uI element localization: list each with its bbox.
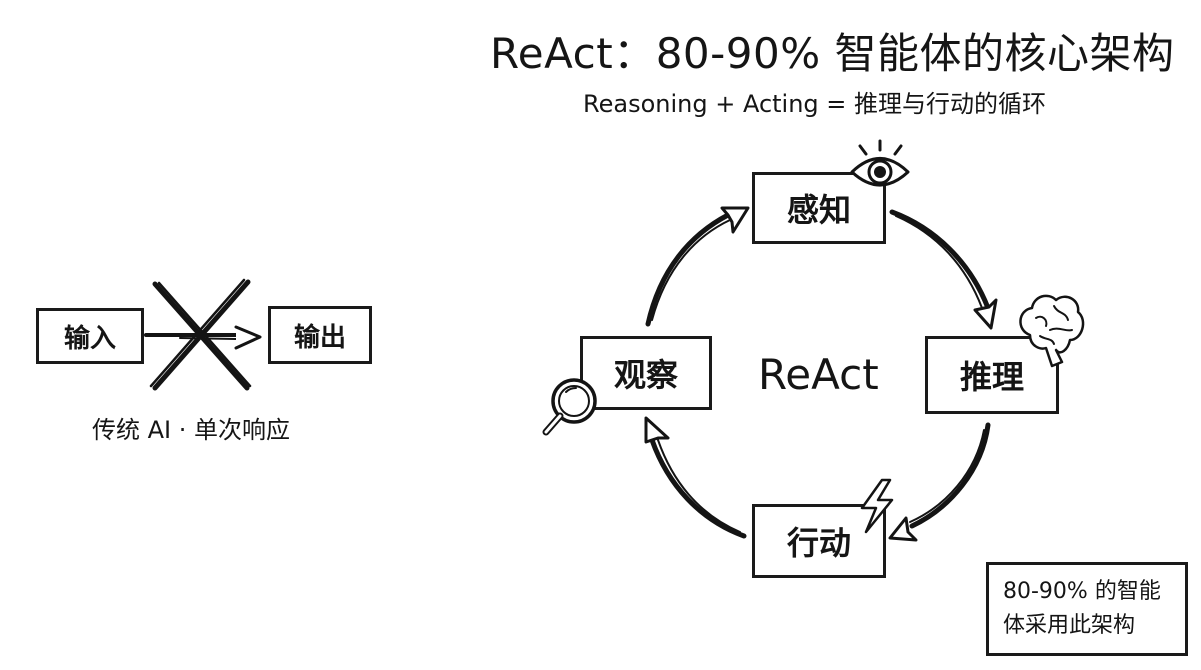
stat-note-line1: 80-90% 的智能 — [1003, 579, 1161, 604]
node-observe-label: 观察 — [613, 356, 678, 394]
input-label: 输入 — [63, 323, 116, 354]
stat-note-line2: 体采用此架构 — [1003, 613, 1136, 638]
arrow-reason-to-act — [888, 422, 991, 542]
arrow-act-to-observe — [644, 416, 747, 539]
output-label: 输出 — [293, 322, 346, 353]
page-subtitle: Reasoning + Acting = 推理与行动的循环 — [583, 90, 1047, 118]
node-act: 行动 — [752, 504, 886, 578]
traditional-caption: 传统 AI · 单次响应 — [92, 416, 291, 444]
magnifier-icon — [542, 378, 597, 436]
node-perceive: 感知 — [752, 172, 886, 244]
cross-out-icon — [149, 278, 252, 391]
brain-icon — [1019, 294, 1085, 368]
output-box: 输出 — [268, 306, 372, 364]
arrow-observe-to-perceive — [645, 206, 750, 327]
node-observe: 观察 — [580, 336, 712, 410]
lightning-icon — [860, 478, 894, 534]
stat-note: 80-90% 的智能 体采用此架构 — [986, 562, 1188, 656]
node-perceive-label: 感知 — [786, 191, 851, 229]
eye-icon — [850, 139, 910, 187]
arrow-perceive-to-reason — [889, 209, 998, 330]
node-reason-label: 推理 — [959, 358, 1024, 396]
cycle-center-label: ReAct — [758, 350, 879, 399]
node-reason: 推理 — [925, 336, 1059, 414]
page-title: ReAct：80-90% 智能体的核心架构 — [490, 29, 1175, 78]
input-box: 输入 — [36, 308, 144, 364]
node-act-label: 行动 — [786, 524, 851, 562]
